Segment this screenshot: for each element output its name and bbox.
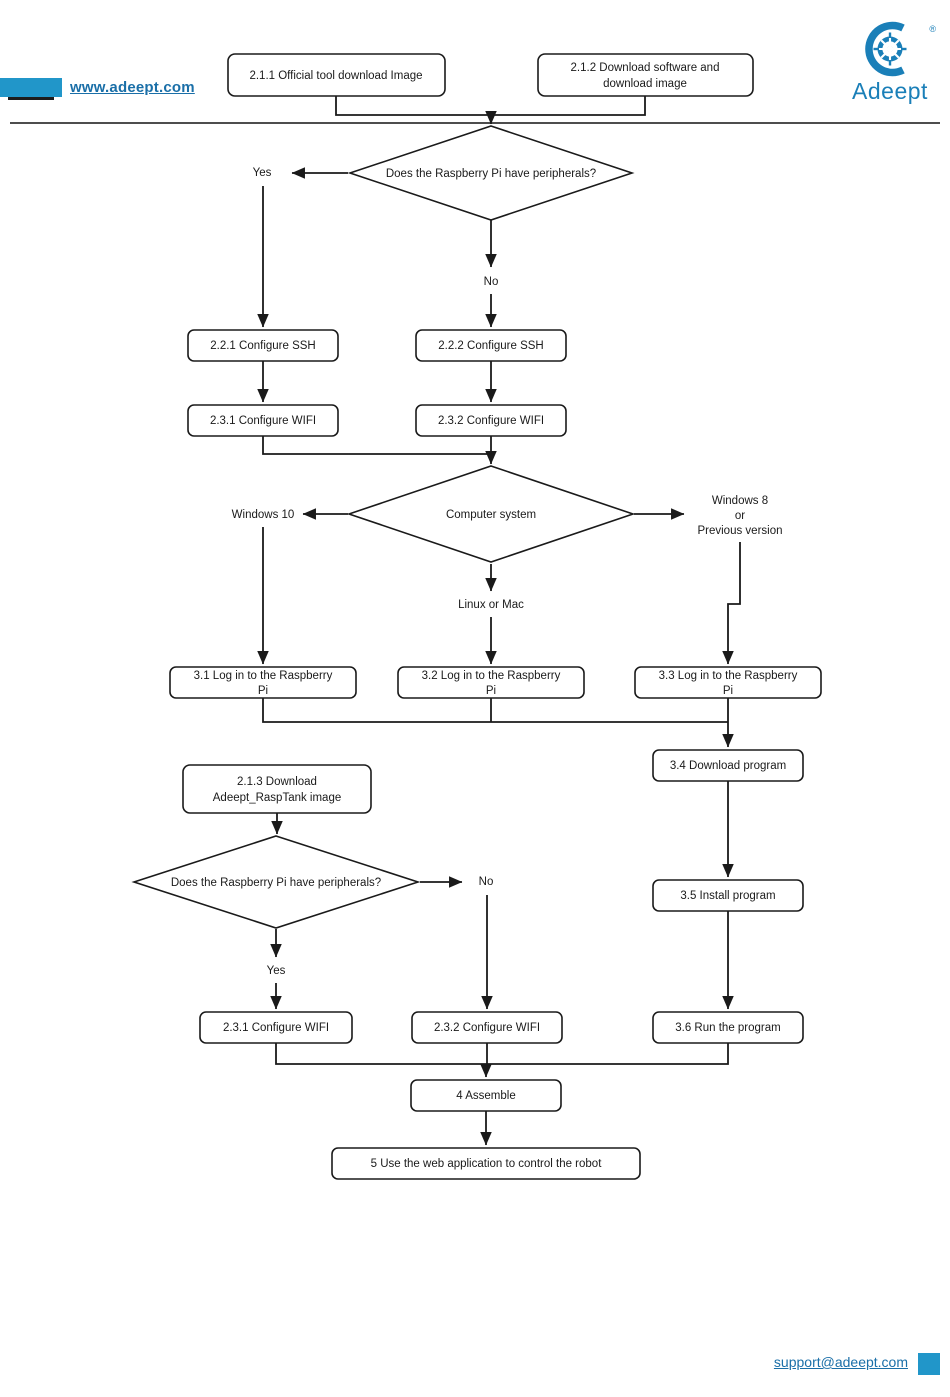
- node-5-use-web-application-to-control-robot[interactable]: 5 Use the web application to control the…: [331, 1147, 641, 1180]
- node-label-line2: Adeept_RaspTank image: [213, 792, 342, 804]
- flowchart-connectors: [257, 96, 741, 1146]
- edge-label-linux-or-mac: Linux or Mac: [458, 599, 524, 611]
- node-3-1-log-in-to-the-raspberry-pi[interactable]: 3.1 Log in to the Raspberry Pi: [169, 666, 357, 699]
- node-label-line1: 2.1.3 Download: [237, 776, 317, 788]
- node-label: 2.3.1 Configure WIFI: [223, 1022, 329, 1034]
- edge-label-yes-2: Yes: [267, 965, 286, 977]
- edge-label-yes-1: Yes: [253, 167, 272, 179]
- edge-n231b-to-bus: [275, 1043, 486, 1065]
- page-header: www.adeept.com: [0, 0, 950, 126]
- decision-does-raspberry-pi-have-peripherals-1[interactable]: Does the Raspberry Pi have peripherals?: [347, 125, 635, 221]
- node-2-2-2-configure-ssh[interactable]: 2.2.2 Configure SSH: [415, 329, 567, 362]
- edge-n212-to-d1: [491, 96, 646, 116]
- node-label-line2: download image: [603, 78, 687, 90]
- edge-label-or: or: [735, 510, 745, 522]
- edge-n231a-to-merge: [262, 436, 491, 455]
- node-label: 3.6 Run the program: [675, 1022, 780, 1034]
- decision-computer-system[interactable]: Computer system: [346, 465, 636, 563]
- node-label: 2.1.1 Official tool download Image: [249, 70, 422, 82]
- node-label-line2: Pi: [723, 685, 733, 697]
- page-footer: support@adeept.com: [0, 1337, 950, 1397]
- node-label: 3.4 Download program: [670, 760, 786, 772]
- node-label-line2: Pi: [258, 685, 268, 697]
- edge-windows8-to-n33: [722, 542, 741, 665]
- decision-label: Computer system: [446, 509, 536, 521]
- support-email-link[interactable]: support@adeept.com: [773, 1354, 908, 1370]
- brand-logo: ® Adeept: [840, 18, 940, 110]
- decision-label: Does the Raspberry Pi have peripherals?: [171, 877, 381, 889]
- node-2-3-1-configure-wifi-lower[interactable]: 2.3.1 Configure WIFI: [199, 1011, 353, 1044]
- node-3-2-log-in-to-the-raspberry-pi[interactable]: 3.2 Log in to the Raspberry Pi: [397, 666, 585, 699]
- node-2-3-2-configure-wifi-upper[interactable]: 2.3.2 Configure WIFI: [415, 404, 567, 437]
- node-label: 2.3.1 Configure WIFI: [210, 415, 316, 427]
- flowchart: 2.1.1 Official tool download Image 2.1.2…: [0, 53, 950, 1336]
- node-3-3-log-in-to-the-raspberry-pi[interactable]: 3.3 Log in to the Raspberry Pi: [634, 666, 822, 699]
- node-3-6-run-the-program[interactable]: 3.6 Run the program: [652, 1011, 804, 1044]
- edge-label-windows-10: Windows 10: [232, 509, 295, 521]
- node-label-line1: 3.1 Log in to the Raspberry: [194, 670, 333, 682]
- header-divider: [10, 122, 940, 124]
- node-3-5-install-program[interactable]: 3.5 Install program: [652, 879, 804, 912]
- node-2-1-1-official-tool-download-image[interactable]: 2.1.1 Official tool download Image: [227, 53, 446, 97]
- node-2-2-1-configure-ssh[interactable]: 2.2.1 Configure SSH: [187, 329, 339, 362]
- node-label: 3.5 Install program: [680, 890, 775, 902]
- edge-label-previous-version: Previous version: [697, 525, 782, 537]
- edge-label-no-1: No: [484, 276, 499, 288]
- node-label-line1: 3.2 Log in to the Raspberry: [422, 670, 561, 682]
- edge-label-no-2: No: [479, 876, 494, 888]
- node-2-3-1-configure-wifi-upper[interactable]: 2.3.1 Configure WIFI: [187, 404, 339, 437]
- node-label-line1: 3.3 Log in to the Raspberry: [659, 670, 798, 682]
- website-link[interactable]: www.adeept.com: [70, 79, 195, 96]
- edge-n31-to-bus: [262, 698, 728, 723]
- node-label-line1: 2.1.2 Download software and: [571, 62, 720, 74]
- edge-label-windows-8: Windows 8: [712, 495, 768, 507]
- decision-label: Does the Raspberry Pi have peripherals?: [386, 168, 596, 180]
- edge-n211-to-d1: [335, 96, 491, 116]
- adeept-ship-wheel-logo-icon: [865, 21, 907, 77]
- node-label-line2: Pi: [486, 685, 496, 697]
- node-label: 2.3.2 Configure WIFI: [434, 1022, 540, 1034]
- node-label: 4 Assemble: [456, 1090, 515, 1102]
- node-2-3-2-configure-wifi-lower[interactable]: 2.3.2 Configure WIFI: [411, 1011, 563, 1044]
- node-4-assemble[interactable]: 4 Assemble: [410, 1079, 562, 1112]
- node-label: 2.2.1 Configure SSH: [210, 340, 315, 352]
- node-2-1-3-download-adeept-rasptank-image[interactable]: 2.1.3 Download Adeept_RaspTank image: [182, 764, 372, 814]
- brand-name: Adeept: [852, 78, 928, 104]
- registered-trademark-symbol: ®: [929, 24, 936, 34]
- node-label: 2.2.2 Configure SSH: [438, 340, 543, 352]
- footer-accent-block: [918, 1353, 940, 1375]
- node-label: 2.3.2 Configure WIFI: [438, 415, 544, 427]
- node-3-4-download-program[interactable]: 3.4 Download program: [652, 749, 804, 782]
- node-label: 5 Use the web application to control the…: [371, 1158, 603, 1170]
- flowchart-svg: 2.1.1 Official tool download Image 2.1.2…: [131, 53, 822, 1180]
- decision-does-raspberry-pi-have-peripherals-2[interactable]: Does the Raspberry Pi have peripherals?: [131, 835, 421, 929]
- edge-n36-to-bus: [486, 1043, 729, 1065]
- header-accent-block: [0, 78, 62, 97]
- header-accent-underline: [8, 97, 54, 100]
- node-2-1-2-download-software-and-download-image[interactable]: 2.1.2 Download software and download ima…: [537, 53, 754, 97]
